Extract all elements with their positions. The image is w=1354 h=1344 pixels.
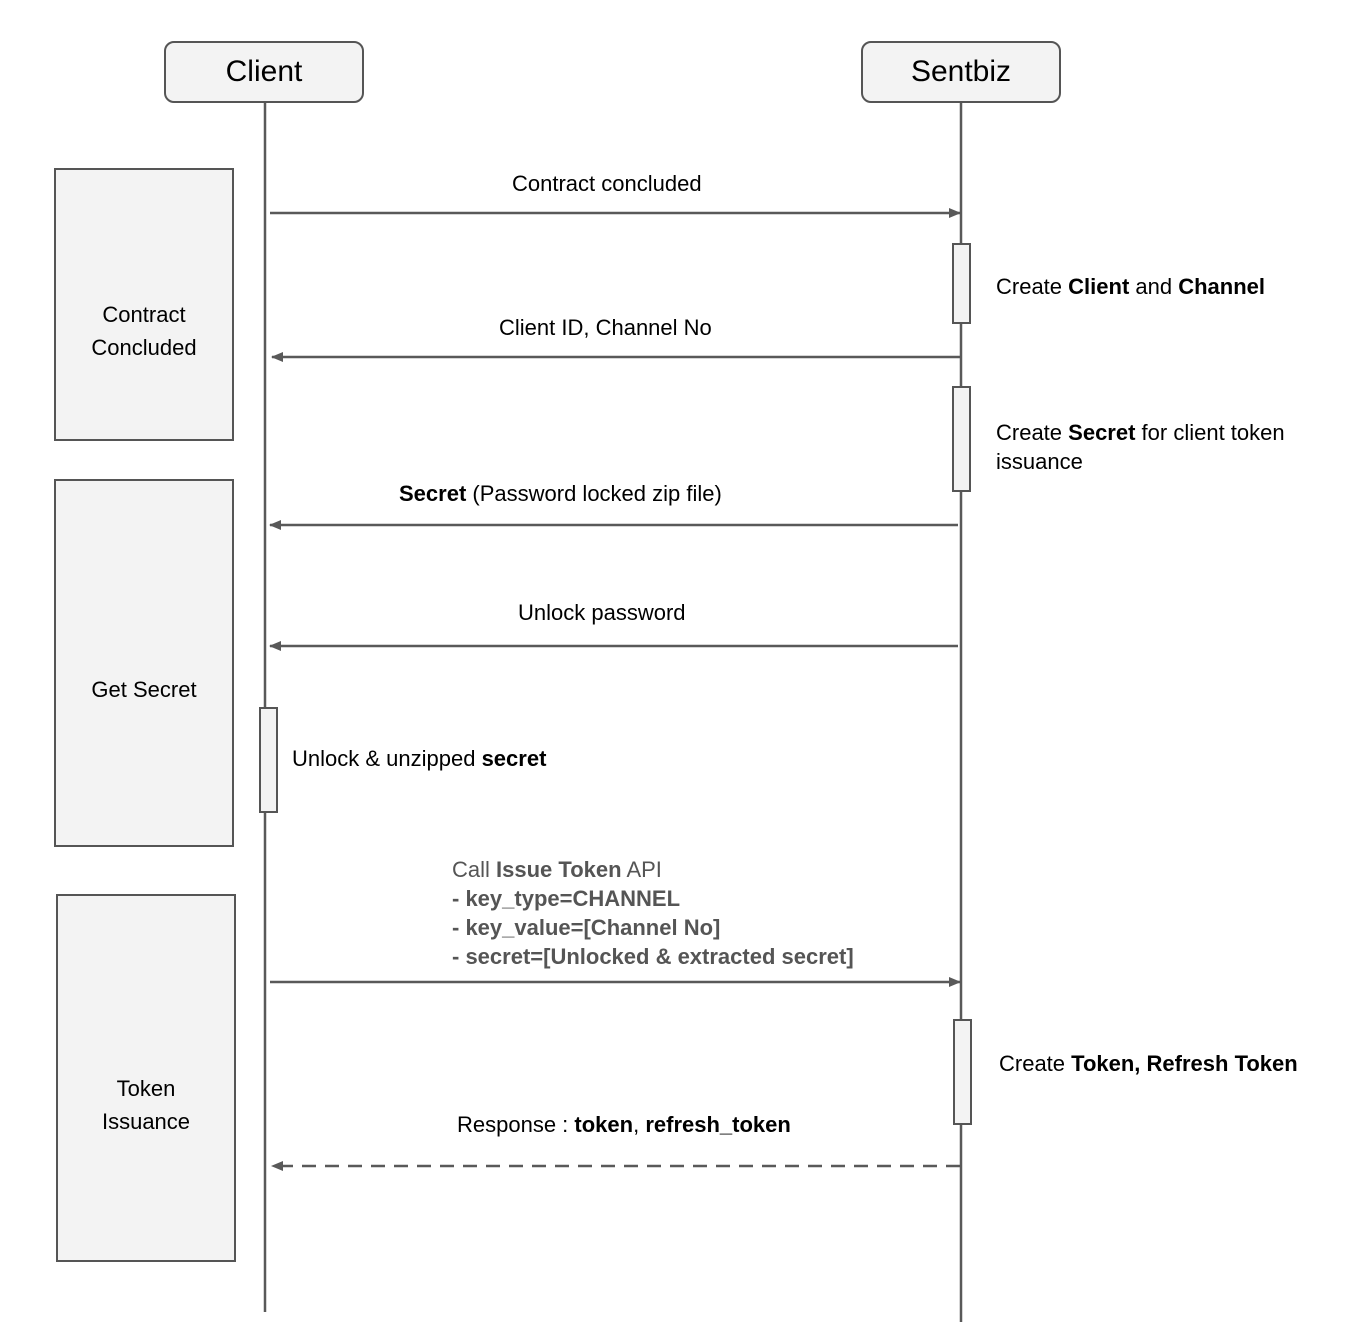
note-create-token: Create Token, Refresh Token: [999, 1051, 1298, 1076]
activation-bar-unlock: [259, 707, 278, 813]
sentbiz-actor-label: Sentbiz: [910, 55, 1012, 88]
activation-bar-create-token: [953, 1019, 972, 1125]
client-actor-box: [164, 41, 364, 103]
message-label-contract-concluded: Contract concluded: [512, 171, 702, 196]
phase-box-token: [56, 894, 236, 1262]
message-label-issue-token: Call Issue Token API - key_type=CHANNEL …: [452, 857, 854, 969]
sentbiz-actor-box: [861, 41, 1061, 103]
phase-label-contract: Contract Concluded: [91, 302, 197, 360]
message-label-response: Response : token, refresh_token: [457, 1112, 791, 1137]
phase-label-secret: Get Secret: [91, 677, 197, 702]
activation-bar-create-client: [952, 243, 971, 324]
note-create-client-channel: Create Client and Channel: [996, 274, 1266, 299]
message-label-client-id: Client ID, Channel No: [499, 315, 712, 340]
phase-box-secret: [54, 479, 234, 847]
note-unlock-secret: Unlock & unzipped secret: [292, 746, 547, 771]
note-create-secret: Create Secret for client token issuance: [996, 420, 1285, 474]
phase-box-contract: [54, 168, 234, 441]
activation-bar-create-secret: [952, 386, 971, 492]
message-label-unlock-password: Unlock password: [518, 600, 686, 625]
client-actor-label: Client: [225, 55, 303, 88]
phase-label-token: Token Issuance: [101, 1076, 191, 1134]
message-label-secret: Secret (Password locked zip file): [399, 481, 722, 506]
